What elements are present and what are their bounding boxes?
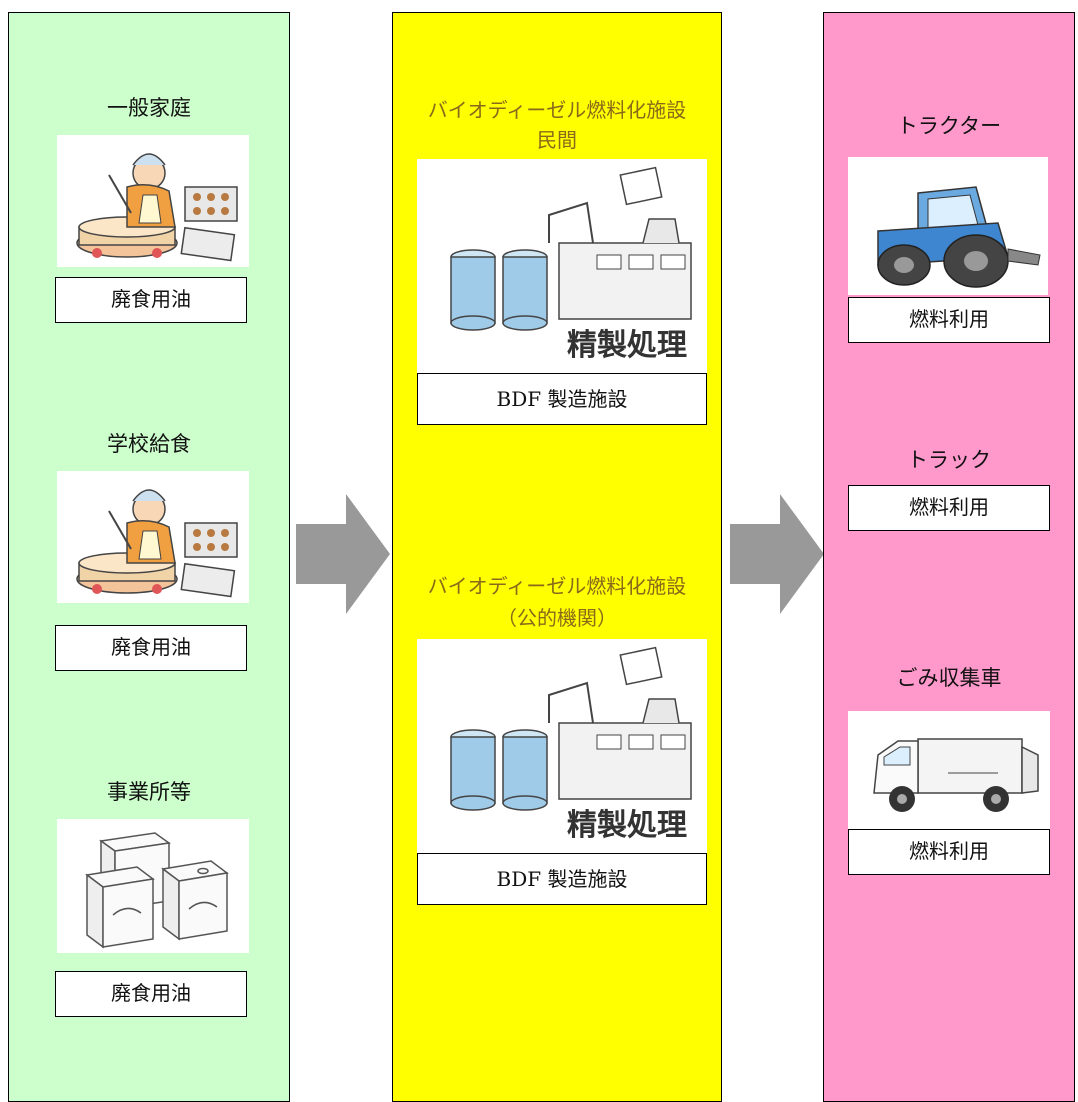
garbage-truck-icon — [848, 711, 1050, 829]
cooking-person-icon — [57, 471, 249, 603]
refining-text: 精製処理 — [567, 808, 687, 843]
use-title-truck: トラック — [907, 448, 991, 472]
oil-cans-icon — [57, 819, 249, 953]
cooking-person-icon — [57, 135, 249, 267]
use-title-tractor: トラクター — [896, 114, 1002, 138]
waste-oil-box-school: 廃食用油 — [55, 625, 247, 671]
refining-plant-icon: 精製処理 — [417, 159, 707, 381]
bdf-facility-box-private: BDF 製造施設 — [417, 373, 707, 425]
facility-title-public: バイオディーゼル燃料化施設 — [427, 574, 687, 598]
facility-subtitle-public: （公的機関） — [497, 606, 617, 630]
facilities-column: バイオディーゼル燃料化施設 民間 精製処理 BDF 製造施設 バイオディーゼル燃… — [392, 12, 722, 1102]
facility-title-private: バイオディーゼル燃料化施設 — [427, 98, 687, 122]
arrow-right-icon — [730, 494, 824, 614]
waste-oil-box-home: 廃食用油 — [55, 277, 247, 323]
fuel-use-box-garbage-truck: 燃料利用 — [848, 829, 1050, 875]
uses-column: トラクター 燃料利用 トラック 燃料利用 ごみ収集車 燃料利用 — [823, 12, 1075, 1102]
bdf-facility-box-public: BDF 製造施設 — [417, 853, 707, 905]
arrow-right-icon — [296, 494, 390, 614]
fuel-use-box-truck: 燃料利用 — [848, 485, 1050, 531]
refining-plant-icon: 精製処理 — [417, 639, 707, 861]
source-title-home: 一般家庭 — [107, 96, 191, 120]
sources-column: 一般家庭 廃食用油 学校給食 — [8, 12, 290, 1102]
source-title-business: 事業所等 — [107, 780, 191, 804]
fuel-use-box-tractor: 燃料利用 — [848, 297, 1050, 343]
source-title-school: 学校給食 — [107, 432, 191, 456]
use-title-garbage-truck: ごみ収集車 — [896, 666, 1002, 690]
refining-text: 精製処理 — [567, 328, 687, 363]
waste-oil-box-business: 廃食用油 — [55, 971, 247, 1017]
facility-subtitle-private: 民間 — [537, 128, 577, 152]
tractor-icon — [848, 157, 1048, 295]
